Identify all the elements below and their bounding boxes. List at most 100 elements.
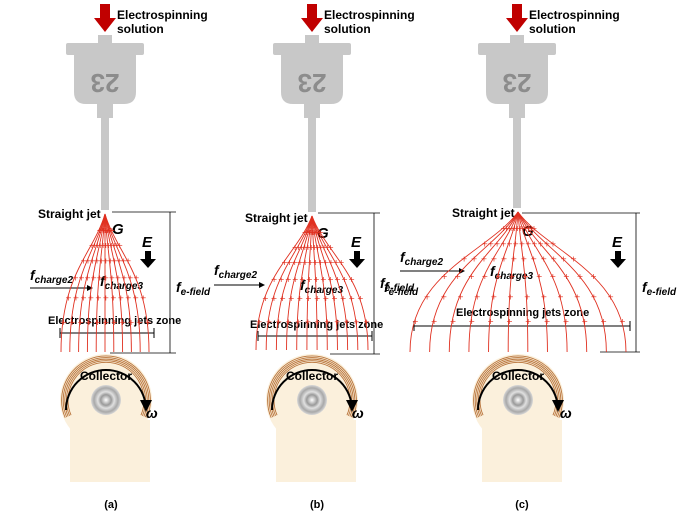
jet-path [86, 213, 106, 353]
charge-mark: + [491, 255, 498, 264]
charge-mark: + [525, 239, 532, 248]
charge-mark: + [109, 274, 116, 283]
charge-mark: + [501, 255, 508, 264]
charge-mark: + [481, 255, 488, 264]
charge-mark: + [481, 239, 488, 248]
collector [266, 354, 358, 446]
charge-mark: + [305, 294, 312, 303]
charge-mark: + [125, 294, 132, 303]
charge-mark: + [488, 239, 495, 248]
charge-mark: + [104, 226, 111, 235]
solution-label: Electrospinning [529, 8, 620, 22]
jet-path [517, 211, 627, 353]
charge-mark: + [549, 272, 556, 281]
charge-mark: + [111, 241, 118, 250]
charge-mark: + [317, 258, 324, 267]
solution-label: Electrospinning [117, 8, 208, 22]
charge-mark: + [85, 257, 92, 266]
solution-label-2: solution [117, 22, 164, 36]
charge-mark: + [550, 239, 557, 248]
charge-mark: + [88, 294, 95, 303]
charge-mark: + [474, 292, 481, 301]
charge-mark: + [103, 318, 110, 327]
straight-jet-label: Straight jet [245, 211, 308, 225]
charge-mark: + [306, 275, 313, 284]
efield-label-left: fe-field [384, 279, 419, 298]
charge-mark: + [512, 239, 519, 248]
charge-mark: + [307, 228, 314, 237]
collector [60, 354, 152, 446]
charge-mark: + [128, 318, 135, 327]
fiber-arc [477, 360, 559, 417]
charge-mark: + [116, 241, 123, 250]
charge-mark: + [103, 294, 110, 303]
jet-path [517, 211, 568, 353]
jet-path [429, 211, 519, 353]
charge-mark: + [103, 274, 110, 283]
charge-mark: + [524, 292, 531, 301]
charge-mark: + [536, 272, 543, 281]
charge-mark: + [132, 294, 139, 303]
charge-mark: + [591, 292, 598, 301]
fiber-arc [61, 355, 151, 418]
efield-label: fe-field [642, 279, 677, 298]
jet-bundle: ++++++++++++++++++++++++++++++++++++++++… [409, 211, 627, 353]
charge-mark: + [136, 318, 143, 327]
charge-mark: + [312, 228, 319, 237]
charge-mark: + [278, 275, 285, 284]
charge-mark: + [511, 224, 518, 233]
charge-mark: + [490, 292, 497, 301]
charge-mark: + [471, 255, 478, 264]
charge-mark: + [550, 255, 557, 264]
charge-mark: + [441, 272, 448, 281]
jet-bundle: ++++++++++++++++++++++++++++++++++++++++… [255, 215, 370, 351]
jet-path [468, 211, 519, 353]
charge-mark: + [307, 258, 314, 267]
charge-mark: + [121, 274, 128, 283]
charge-mark: + [109, 226, 116, 235]
charge-mark: + [509, 224, 516, 233]
charge-mark: + [334, 275, 341, 284]
charge-mark: + [98, 257, 105, 266]
jet-path [104, 213, 141, 353]
charge-mark: + [357, 294, 364, 303]
charge-mark: + [363, 317, 370, 326]
fiber-arc [473, 355, 563, 418]
charge-mark: + [115, 274, 122, 283]
charge-mark: + [110, 294, 117, 303]
charge-mark: + [256, 317, 263, 326]
charge-mark: + [292, 243, 299, 252]
field-label: E [612, 234, 623, 251]
jet-path [60, 213, 106, 353]
charge-mark: + [570, 255, 577, 264]
charge-mark: + [525, 317, 532, 326]
charge-mark: + [509, 272, 516, 281]
charge-mark: + [312, 258, 319, 267]
charge-mark: + [105, 241, 112, 250]
charge-mark: + [541, 292, 548, 301]
charge-mark: + [299, 275, 306, 284]
charge-mark: + [94, 241, 101, 250]
charge-mark: + [560, 255, 567, 264]
charge-mark: + [103, 241, 110, 250]
charge-mark: + [517, 224, 524, 233]
charge-mark: + [511, 255, 518, 264]
charge-mark: + [295, 243, 302, 252]
charge3-label: fcharge3 [100, 273, 143, 292]
charge-mark: + [111, 257, 118, 266]
charge-mark: + [457, 292, 464, 301]
fiber-arc [271, 360, 353, 417]
charge-mark: + [619, 317, 626, 326]
panel-c: Electrospinning solution 23 Straight jet… [384, 4, 677, 511]
charge-mark: + [506, 239, 513, 248]
panel-caption: (b) [310, 499, 324, 511]
charge2-label: fcharge2 [30, 267, 73, 286]
charge-mark: + [514, 224, 521, 233]
charge-mark: + [503, 224, 510, 233]
charge-mark: + [301, 243, 308, 252]
charge-mark: + [73, 294, 80, 303]
collector-label: Collector [80, 369, 132, 383]
charge-mark: + [145, 318, 152, 327]
jet-path [311, 215, 349, 351]
jet-bundle: ++++++++++++++++++++++++++++++++++++++++… [60, 213, 152, 353]
